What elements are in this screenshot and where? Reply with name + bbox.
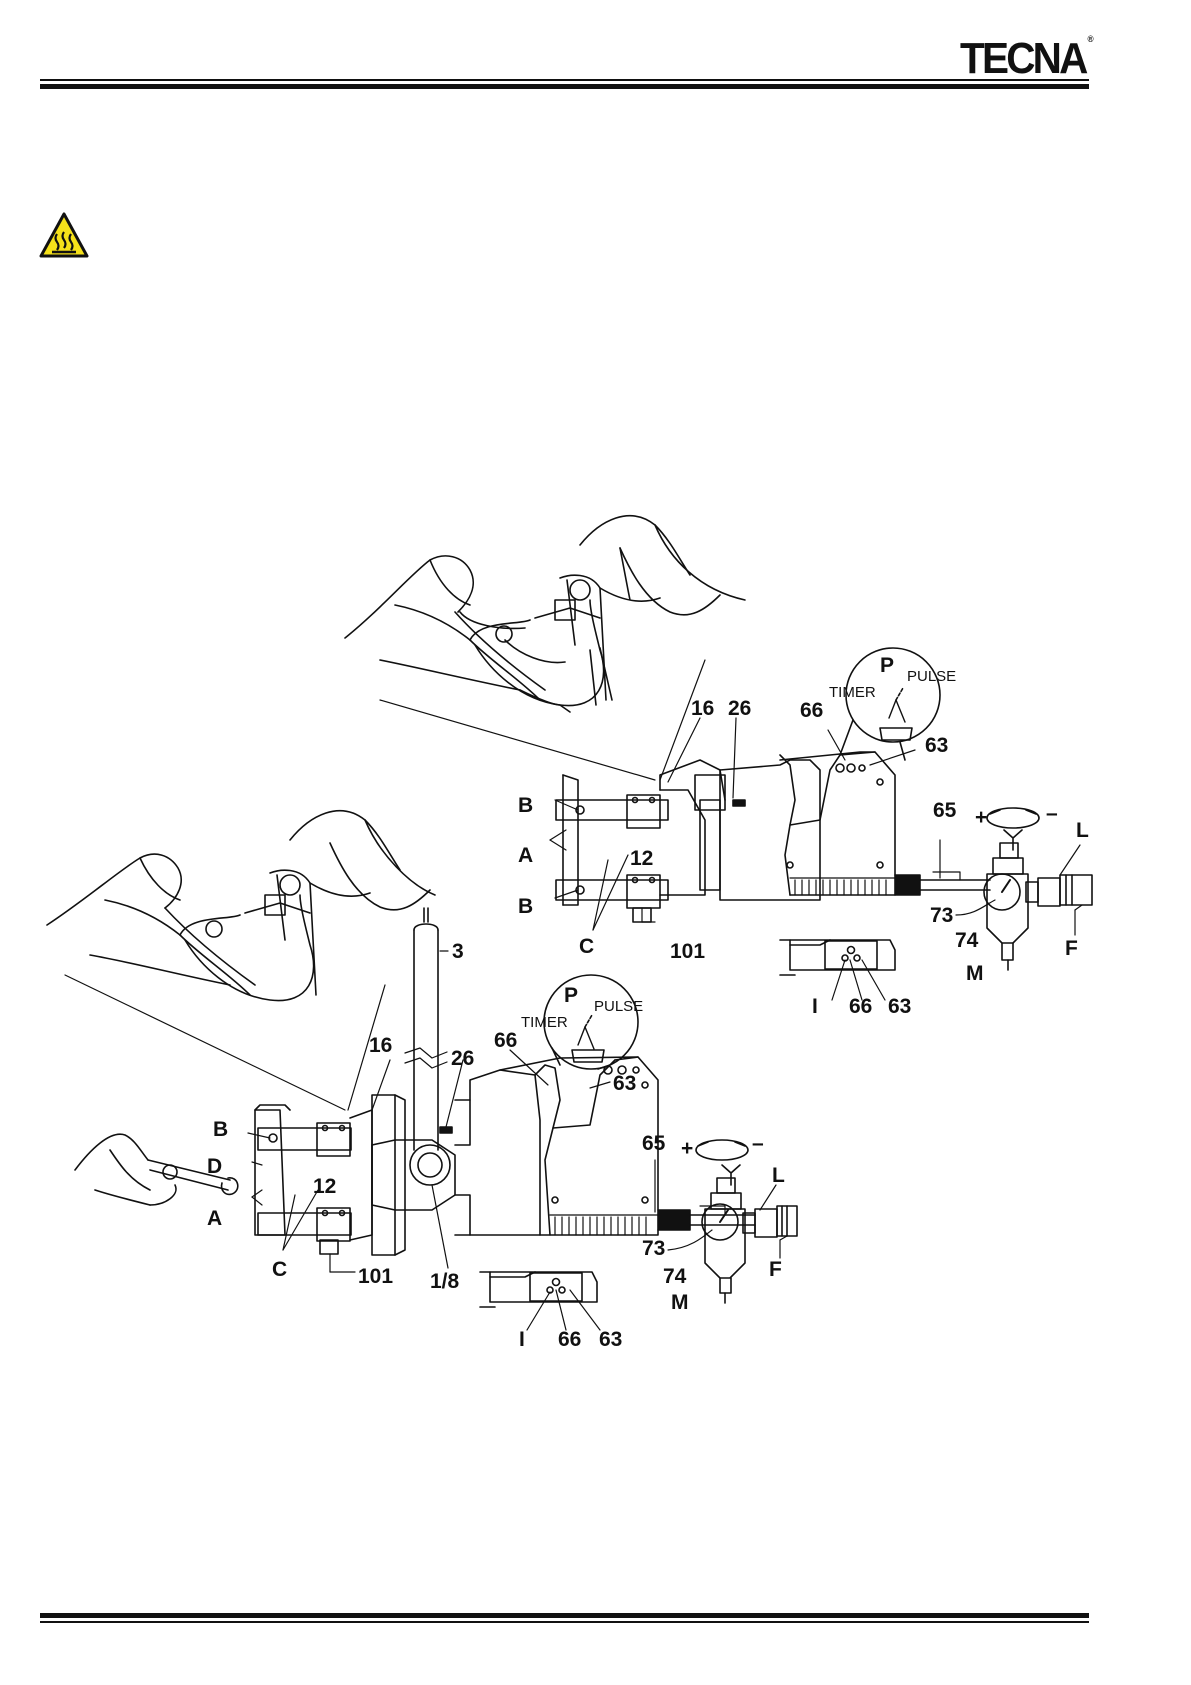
callout-73-upper: 73 (930, 904, 953, 927)
callout-F-lower: F (769, 1258, 782, 1281)
switch-pulse-upper: PULSE (907, 668, 956, 685)
plus-sign-upper: + (975, 806, 987, 829)
callout-I-upper: I (812, 995, 818, 1018)
callout-63-upper-detail: 63 (888, 995, 911, 1018)
footer-rule-thin (40, 1621, 1089, 1623)
callout-66-upper: 66 (800, 699, 823, 722)
upper-head-detail (780, 940, 895, 975)
callout-65-upper: 65 (933, 799, 957, 822)
upper-gun-body (556, 752, 990, 922)
upper-callout-labels: 16 26 66 63 B A B C 12 101 65 73 74 L F … (518, 654, 1089, 1018)
switch-timer-lower: TIMER (521, 1014, 568, 1031)
callout-M-lower: M (671, 1291, 689, 1314)
callout-74-lower: 74 (663, 1265, 687, 1288)
callout-66-lower: 66 (494, 1029, 517, 1052)
switch-pulse-lower: PULSE (594, 998, 643, 1015)
callout-26-upper: 26 (728, 697, 751, 720)
callout-63-upper: 63 (925, 734, 948, 757)
callout-F-upper: F (1065, 937, 1078, 960)
callout-L-upper: L (1076, 819, 1089, 842)
callout-12-upper: 12 (630, 847, 653, 870)
callout-101-lower: 101 (358, 1265, 393, 1288)
callout-A-upper: A (518, 844, 533, 867)
callout-73-lower: 73 (642, 1237, 665, 1260)
callout-C-upper: C (579, 935, 594, 958)
callout-26-lower: 26 (451, 1047, 474, 1070)
callout-12-lower: 12 (313, 1175, 336, 1198)
callout-C-lower: C (272, 1258, 287, 1281)
callout-B-lower: B (213, 1118, 228, 1141)
callout-16-lower: 16 (369, 1034, 392, 1057)
callout-74-upper: 74 (955, 929, 979, 952)
upper-hands-sketch (345, 516, 745, 712)
callout-1-8-lower: 1/8 (430, 1270, 460, 1293)
minus-sign-upper: – (1046, 802, 1058, 825)
callout-101-upper: 101 (670, 940, 705, 963)
callout-I-lower: I (519, 1328, 525, 1351)
lower-leader-lines (248, 951, 787, 1330)
callout-63-lower: 63 (613, 1072, 636, 1095)
lower-hands-sketch (47, 811, 435, 1001)
switch-timer-upper: TIMER (829, 684, 876, 701)
callout-3-lower: 3 (452, 940, 464, 963)
switch-title-lower: P (564, 984, 578, 1007)
callout-66-upper-detail: 66 (849, 995, 872, 1018)
callout-63-lower-detail: 63 (599, 1328, 622, 1351)
callout-16-upper: 16 (691, 697, 714, 720)
plus-sign-lower: + (681, 1137, 693, 1160)
callout-A-lower: A (207, 1207, 222, 1230)
callout-66-lower-detail: 66 (558, 1328, 581, 1351)
callout-L-lower: L (772, 1164, 785, 1187)
callout-M-upper: M (966, 962, 984, 985)
callout-65-lower: 65 (642, 1132, 666, 1155)
switch-title-upper: P (880, 654, 894, 677)
callout-B-upper-top: B (518, 794, 533, 817)
callout-B-upper-bottom: B (518, 895, 533, 918)
callout-D-lower: D (207, 1155, 222, 1178)
footer-rule-thick (40, 1613, 1089, 1618)
lower-switch-labels: TIMER PULSE (521, 998, 643, 1031)
minus-sign-lower: – (752, 1132, 764, 1155)
